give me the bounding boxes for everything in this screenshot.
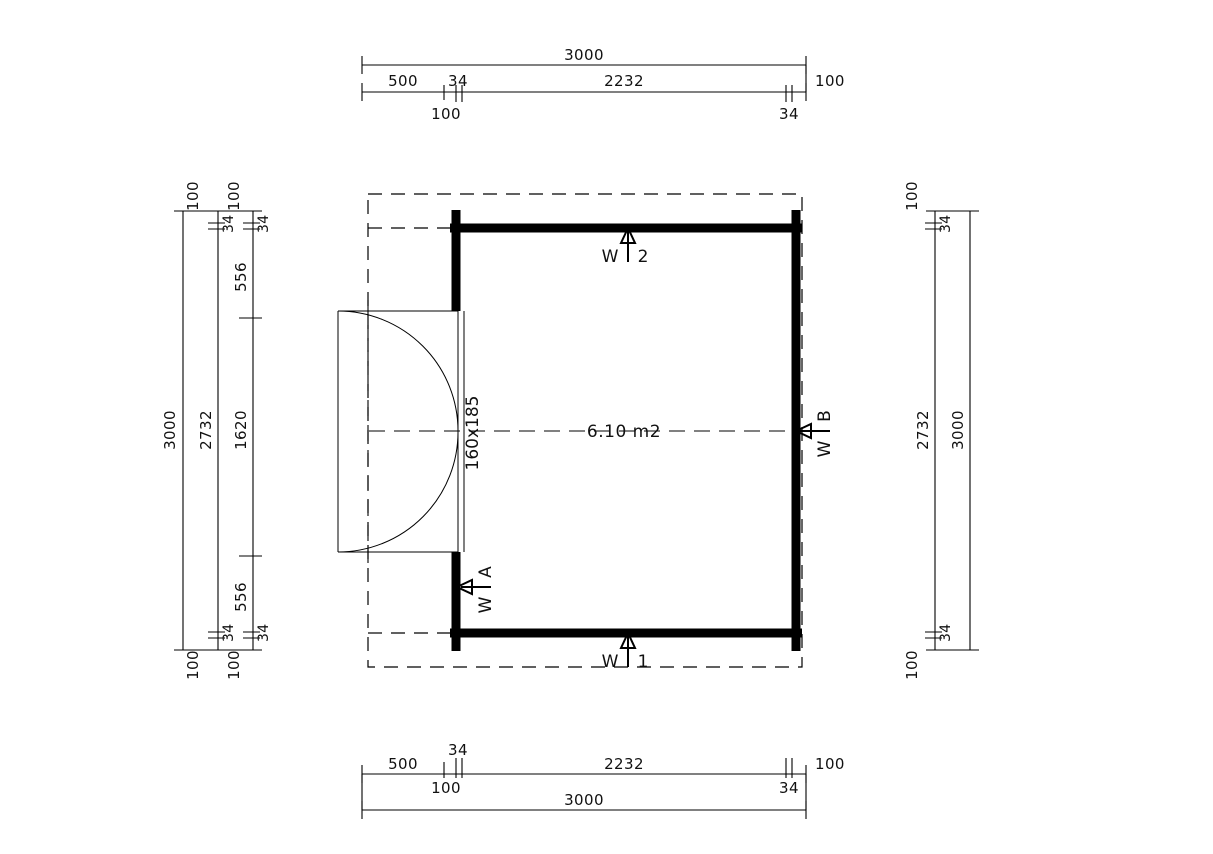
wb-label-letter: B bbox=[815, 410, 835, 422]
bottom-seg-2232-label: 2232 bbox=[604, 755, 644, 773]
bottom-seg-500-label: 500 bbox=[388, 755, 418, 773]
w2-label-w: W bbox=[602, 247, 619, 267]
wall-marker-wa: W A bbox=[454, 566, 496, 613]
bottom-overall-label: 3000 bbox=[564, 791, 604, 809]
wa-arrow-head bbox=[454, 578, 473, 596]
area-label: 6.10 m2 bbox=[587, 422, 661, 442]
top-seg-500-label: 500 bbox=[388, 72, 418, 90]
w1-label-num: 1 bbox=[638, 652, 649, 672]
left-inner-tick34-top-label: 34 bbox=[256, 214, 272, 233]
top-seg-34-label: 34 bbox=[448, 72, 468, 90]
left-inner-end-top-100: 100 bbox=[225, 181, 243, 211]
bottom-dimension-group: 500 34 2232 100 34 100 3000 bbox=[361, 741, 845, 819]
left-mid-end-bottom-100: 100 bbox=[184, 650, 202, 680]
wb-label-w: W bbox=[815, 440, 835, 457]
door-size-label: 160x185 bbox=[463, 396, 483, 471]
right-outer-3000-label: 3000 bbox=[949, 410, 967, 450]
wall-marker-w2: W 2 bbox=[602, 225, 649, 267]
bottom-seg-34-label: 34 bbox=[448, 741, 468, 759]
w1-arrow-head bbox=[619, 630, 637, 649]
left-inner-556-bottom-label: 556 bbox=[232, 582, 250, 612]
left-inner-556-top-label: 556 bbox=[232, 262, 250, 292]
right-dimension-group: 2732 3000 100 100 34 34 bbox=[903, 181, 979, 680]
left-mid-tick34-top-label: 34 bbox=[221, 214, 237, 233]
bottom-tick-100-label: 100 bbox=[431, 779, 461, 797]
top-dimension-group: 3000 500 34 2232 100 34 100 bbox=[361, 46, 845, 123]
bottom-tick-34-label: 34 bbox=[779, 779, 799, 797]
top-tick-34-label: 34 bbox=[779, 105, 799, 123]
left-inner-tick34-bot-label: 34 bbox=[256, 623, 272, 642]
centerline-group bbox=[367, 300, 802, 563]
door-swing-arc-upper bbox=[337, 310, 459, 432]
wb-arrow-head bbox=[793, 422, 812, 440]
wall-marker-wb: W B bbox=[793, 410, 835, 457]
right-end-bottom-100: 100 bbox=[903, 650, 921, 680]
top-seg-2232-label: 2232 bbox=[604, 72, 644, 90]
wa-label-w: W bbox=[476, 596, 496, 613]
left-dimension-group: 3000 2732 1620 556 556 100 100 100 100 3… bbox=[161, 181, 272, 680]
wa-label-letter: A bbox=[476, 566, 496, 578]
right-tick34-bot-label: 34 bbox=[938, 623, 954, 642]
left-mid-tick34-bot-label: 34 bbox=[221, 623, 237, 642]
left-mid-2732-label: 2732 bbox=[197, 410, 215, 450]
right-tick34-top-label: 34 bbox=[938, 214, 954, 233]
right-end-top-100: 100 bbox=[903, 181, 921, 211]
right-inner-2732-label: 2732 bbox=[914, 410, 932, 450]
left-outer-3000-label: 3000 bbox=[161, 410, 179, 450]
door-group: 160x185 bbox=[337, 310, 483, 553]
top-overall-label: 3000 bbox=[564, 46, 604, 64]
bottom-end-100-label: 100 bbox=[815, 755, 845, 773]
w2-label-num: 2 bbox=[638, 247, 649, 267]
top-tick-100-label: 100 bbox=[431, 105, 461, 123]
left-inner-end-bottom-100: 100 bbox=[225, 650, 243, 680]
door-swing-arc-lower bbox=[337, 430, 459, 553]
w1-label-w: W bbox=[602, 652, 619, 672]
w2-arrow-head bbox=[619, 225, 637, 244]
left-mid-end-top-100: 100 bbox=[184, 181, 202, 211]
top-end-100-label: 100 bbox=[815, 72, 845, 90]
left-inner-1620-label: 1620 bbox=[232, 410, 250, 450]
wall-marker-w1: W 1 bbox=[602, 630, 649, 672]
